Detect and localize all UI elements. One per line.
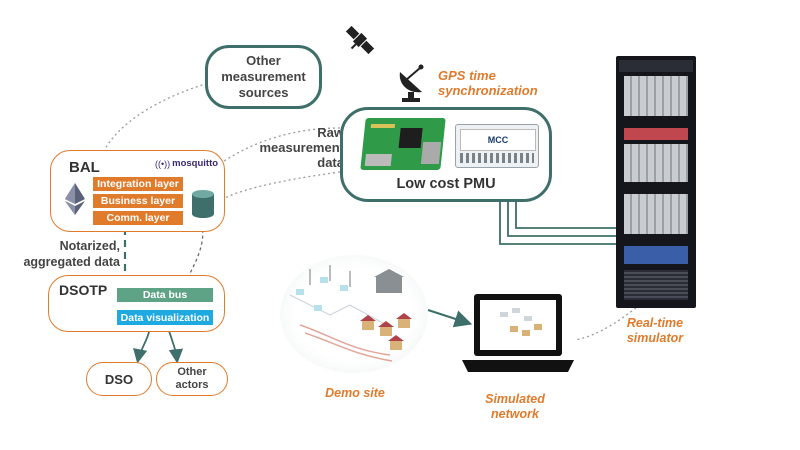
rack-module-2 [624,128,688,140]
other-sources-node: Other measurement sources [205,45,322,109]
other-actors-label: Other actors [175,366,209,391]
pmu-to-rack-line-2 [507,200,616,237]
satellite-dish-icon [399,64,424,102]
demo-site-label: Demo site [325,386,385,400]
database-icon [192,190,214,218]
daq-device-icon: MCC [455,124,539,168]
ethereum-icon [65,183,85,215]
other-sources-label: Other measurement sources [221,53,306,100]
pmu-to-rack-line-3 [515,200,616,229]
mosquitto-brand: mosquitto [172,158,219,169]
comm-layer-bar: Comm. layer [93,211,183,225]
other-sources-to-bal-line [99,81,213,161]
demo-site-image [280,255,428,373]
pmu-to-rack-line-1 [499,200,616,245]
rack-module-4 [624,194,688,234]
satellite-icon [345,25,375,55]
rack-header [619,60,693,72]
real-time-simulator-rack [616,56,696,308]
raw-data-to-bal-line [217,127,341,166]
rack-vent [624,270,688,300]
bal-title: BAL [69,159,100,176]
bal-node: BAL ((•)) mosquitto Integration layer Bu… [50,150,225,232]
data-bus-bar: Data bus [117,288,213,302]
low-cost-pmu-node: MCC Low cost PMU [340,107,552,202]
mosquitto-logo: ((•)) mosquitto [155,158,218,169]
broadcast-icon: ((•)) [155,158,171,169]
demo-site-illustration [289,265,412,362]
pmu-label: Low cost PMU [396,176,496,192]
daq-device-label: MCC [487,135,509,145]
real-time-simulator-label: Real-time simulator [626,316,684,345]
dsotp-title: DSOTP [59,282,108,298]
rack-module-5 [624,246,688,264]
raspberry-pi-board-icon [360,118,446,170]
pmu-to-db-line [224,171,341,199]
laptop-icon [462,294,574,372]
notarized-label: Notarized, aggregated data [23,239,120,269]
dso-label: DSO [104,371,134,387]
viz-to-actors-arrow [167,327,184,364]
gps-label: GPS time synchronization [438,68,538,98]
rack-module-3 [624,144,688,182]
rack-module-1 [624,76,688,116]
dsotp-node: DSOTP Data bus Data visualization [48,275,225,332]
other-actors-node: Other actors [156,362,228,396]
simulated-network-label: Simulated network [485,392,545,421]
raw-data-label: Raw measurement data [259,125,344,170]
business-layer-bar: Business layer [93,194,183,208]
viz-to-dso-arrow [133,327,151,364]
integration-layer-bar: Integration layer [93,177,183,191]
demo-to-laptop-arrow [427,308,473,328]
rack-to-laptop-line [574,304,641,341]
data-visualization-bar: Data visualization [117,310,213,325]
dso-node: DSO [86,362,152,396]
